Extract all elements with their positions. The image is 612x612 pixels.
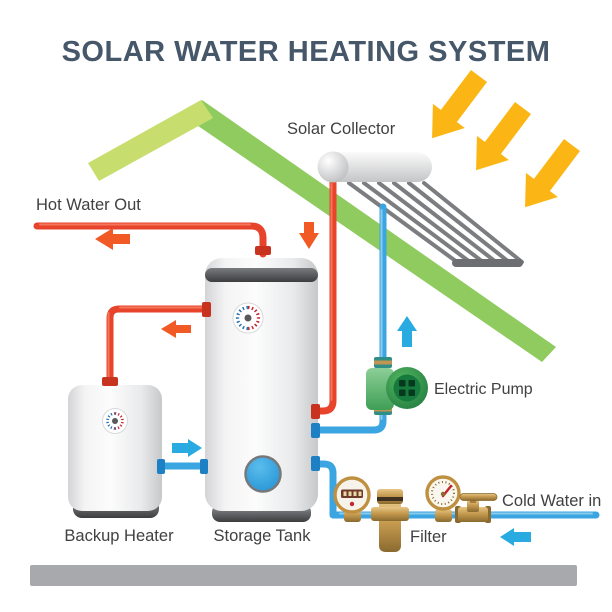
collector-tube (347, 181, 459, 264)
filter-cap-band (377, 497, 403, 501)
heater-pipe-highlight (107, 306, 205, 383)
sun-rays (432, 69, 580, 208)
label-hot-water-out: Hot Water Out (36, 196, 141, 214)
hot-water-out-pipe (33, 222, 267, 258)
label-solar-collector: Solar Collector (287, 120, 396, 138)
filter-cap (377, 489, 403, 504)
sun-ray-arrow-icon (432, 69, 487, 139)
pump-fitting-nut (374, 360, 392, 365)
pump-up-arrow-icon (397, 316, 417, 347)
sun-ray-arrow-icon (476, 101, 531, 171)
pump-grille (399, 380, 415, 396)
roof (88, 100, 556, 362)
cold-in-left-arrow-icon (500, 528, 531, 546)
sun-ray-arrow-icon (525, 138, 580, 208)
collar (311, 404, 320, 419)
tank-port (244, 455, 282, 493)
electric-pump (366, 357, 428, 415)
meter-digits (343, 491, 362, 496)
hot-water-pipes (33, 176, 337, 415)
solar-collector (347, 181, 524, 267)
shutoff-valve (455, 493, 498, 523)
collector-header-cap (317, 151, 349, 183)
water-meter (333, 476, 371, 522)
heater-left-arrow-icon (161, 320, 191, 338)
temperature-gauge-icon (102, 408, 128, 434)
collector-tube (362, 181, 472, 264)
label-storage-tank: Storage Tank (213, 527, 311, 545)
backup-heater-body (68, 385, 162, 511)
collar (157, 459, 165, 474)
valve-handle (459, 493, 498, 501)
collector-tube (422, 181, 524, 264)
collector-manifold-bar (452, 259, 523, 267)
collar (102, 377, 118, 386)
pipe-collars (102, 246, 320, 474)
collector-to-tank-pipe (310, 176, 337, 415)
backup-heater (68, 385, 162, 518)
temperature-gauge-icon (232, 302, 264, 334)
label-backup-heater: Backup Heater (64, 527, 174, 545)
pump-impeller (393, 374, 421, 402)
collector-tube (377, 181, 485, 264)
tank-to-heater-pipe (106, 305, 211, 388)
gauge-ticks (431, 481, 455, 505)
pressure-gauge (425, 475, 461, 522)
collector-tube (407, 181, 511, 264)
tank-cold-feed-riser (312, 460, 337, 518)
gauge-tee (435, 509, 452, 522)
filter-tee (371, 507, 409, 521)
label-cold-water-in: Cold Water in (502, 492, 602, 510)
collector-down-arrow-icon (299, 222, 319, 249)
page-title: SOLAR WATER HEATING SYSTEM (61, 36, 551, 68)
hot-out-left-arrow-icon (95, 228, 130, 250)
ground-bar (30, 565, 577, 586)
storage-tank-top-band (205, 268, 318, 282)
collar (311, 423, 320, 438)
flow-arrows (95, 222, 531, 546)
valve-body (458, 507, 488, 522)
collar (202, 302, 211, 317)
collar (311, 456, 320, 471)
heater-right-arrow-icon (172, 439, 202, 457)
collector-return-pipe (312, 203, 387, 434)
label-electric-pump: Electric Pump (434, 381, 533, 398)
label-filter: Filter (410, 528, 447, 546)
collar (200, 459, 208, 474)
roof-right-slope (188, 100, 556, 362)
collar (255, 246, 271, 255)
collector-tube (392, 181, 498, 264)
water-filter (371, 489, 409, 552)
gauge-pivot (440, 491, 446, 497)
storage-tank (205, 258, 318, 522)
roof-left-slope (88, 100, 213, 181)
pump-body (366, 368, 394, 410)
meter-dot (349, 501, 355, 507)
collector-header (317, 151, 432, 183)
